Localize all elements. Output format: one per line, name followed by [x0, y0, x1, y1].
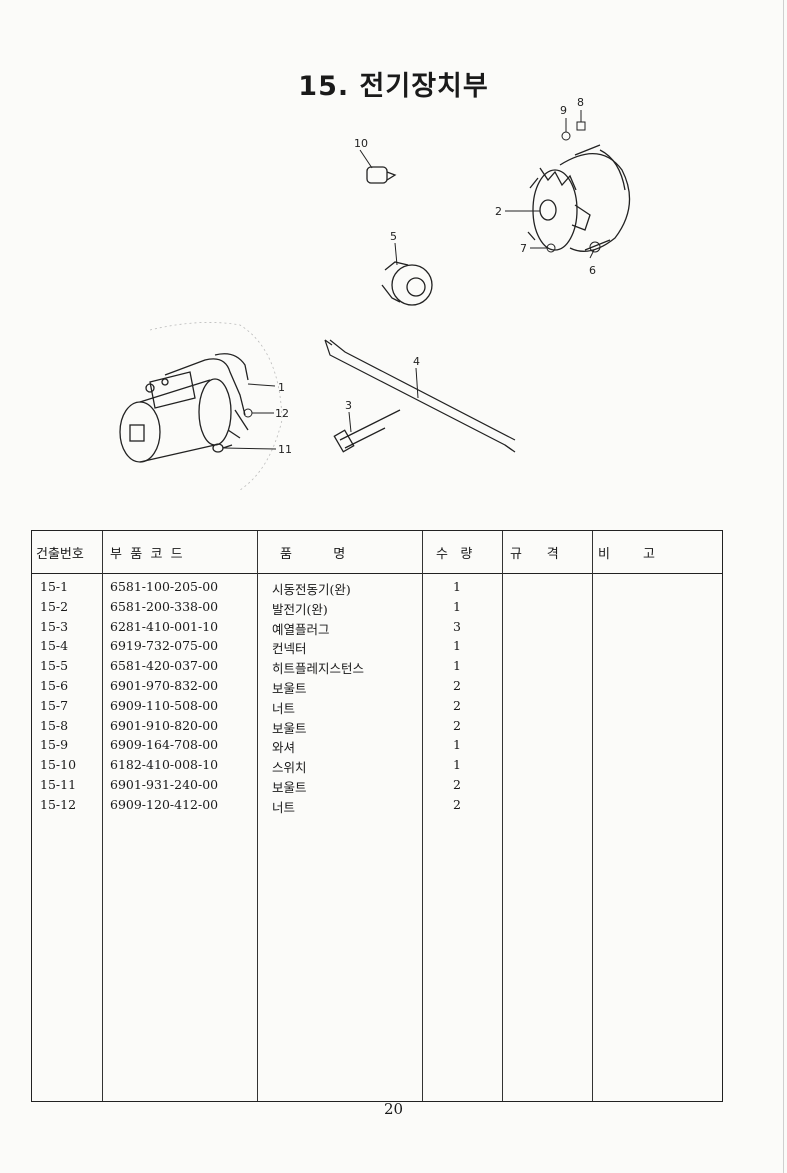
cell-part-code: 6909-164-708-00 [110, 737, 219, 753]
cell-part-name: 너트 [272, 700, 296, 716]
alternator-drawing [527, 144, 631, 252]
cell-part-number: 15-2 [40, 598, 69, 614]
table-row: 15-1 6581-100-205-00 시동전동기(완) 1 [32, 579, 722, 599]
cell-part-number: 15-9 [40, 737, 69, 753]
cell-part-name: 보울트 [272, 780, 307, 795]
column-divider [502, 531, 503, 1101]
table-row: 15-6 6901-970-832-00 보울트 2 [32, 678, 722, 698]
page-edge [783, 0, 784, 1173]
cell-quantity: 2 [453, 777, 461, 792]
cell-part-name: 시동전동기(완) [272, 582, 351, 597]
header-spec: 규 격 [510, 547, 559, 562]
callout-6: 6 [589, 264, 596, 277]
parts-diagram: 1 2 3 4 5 6 7 8 9 10 11 12 [119, 96, 631, 491]
switch-drawing [359, 149, 397, 184]
cell-part-code: 6919-732-075-00 [110, 638, 219, 654]
cell-part-name: 보울트 [272, 720, 307, 736]
cell-part-name: 예열플러그 [272, 621, 330, 637]
header-part-code: 부 품 코 드 [110, 547, 183, 562]
starter-motor-drawing [119, 322, 283, 491]
column-divider [102, 531, 103, 1101]
cell-part-code: 6581-420-037-00 [110, 658, 219, 674]
table-row: 15-7 6909-110-508-00 너트 2 [32, 698, 722, 718]
cell-part-code: 6581-100-205-00 [110, 579, 219, 594]
table-row: 15-3 6281-410-001-10 예열플러그 3 [32, 619, 722, 639]
cell-part-number: 15-10 [40, 757, 77, 773]
callout-4: 4 [413, 355, 420, 368]
cell-quantity: 2 [453, 796, 461, 812]
cell-quantity: 1 [453, 737, 461, 753]
cell-part-name: 스위치 [272, 760, 307, 776]
cell-quantity: 1 [453, 638, 461, 654]
header-remarks: 비 고 [598, 547, 655, 562]
cell-quantity: 1 [453, 579, 461, 594]
callout-12: 12 [275, 407, 289, 420]
cell-quantity: 1 [453, 598, 461, 614]
table-row: 15-2 6581-200-338-00 발전기(완) 1 [32, 599, 722, 619]
cell-part-number: 15-12 [40, 796, 77, 812]
callout-7: 7 [520, 242, 527, 255]
cell-quantity: 2 [453, 678, 461, 693]
table-row: 15-10 6182-410-008-10 스위치 1 [32, 757, 722, 777]
cell-part-number: 15-11 [40, 777, 77, 792]
header-part-number: 건출번호 [36, 547, 84, 562]
heat-resistance-drawing [381, 242, 433, 306]
cell-part-number: 15-5 [40, 658, 69, 674]
table-row: 15-4 6919-732-075-00 컨넥터 1 [32, 638, 722, 658]
cell-quantity: 1 [453, 658, 461, 674]
cell-part-code: 6901-910-820-00 [110, 717, 219, 733]
column-divider [422, 531, 423, 1101]
table-row: 15-5 6581-420-037-00 히트플레지스턴스 1 [32, 658, 722, 678]
cell-part-code: 6909-110-508-00 [110, 697, 219, 713]
cell-part-code: 6581-200-338-00 [110, 598, 219, 614]
column-divider [592, 531, 593, 1101]
callout-10: 10 [354, 137, 368, 150]
cell-part-name: 히트플레지스턴스 [272, 661, 365, 677]
cell-quantity: 1 [453, 757, 461, 773]
callout-11: 11 [278, 443, 292, 456]
page-number: 20 [383, 1100, 404, 1118]
cell-part-name: 와셔 [272, 740, 296, 756]
cell-part-number: 15-3 [40, 618, 69, 634]
cell-part-name: 보울트 [272, 681, 307, 696]
cell-part-code: 6909-120-412-00 [110, 796, 219, 812]
cell-quantity: 2 [453, 717, 461, 733]
cell-part-number: 15-8 [40, 717, 69, 733]
callout-1: 1 [278, 381, 285, 394]
cell-quantity: 2 [453, 697, 461, 713]
page-title: 15. 전기장치부 [298, 71, 489, 102]
cell-part-number: 15-4 [40, 638, 69, 654]
glow-plug-drawing [333, 409, 401, 453]
cell-part-number: 15-7 [40, 697, 69, 713]
cell-part-number: 15-1 [40, 579, 69, 594]
callout-5: 5 [390, 230, 397, 243]
callout-3: 3 [345, 399, 352, 412]
connector-drawing [324, 339, 516, 453]
parts-table: 건출번호 부 품 코 드 품 명 수 량 규 격 비 고 15-1 6581-10… [31, 530, 723, 1102]
header-part-name: 품 명 [280, 547, 346, 562]
table-header: 건출번호 부 품 코 드 품 명 수 량 규 격 비 고 [32, 531, 722, 574]
table-row: 15-12 6909-120-412-00 너트 2 [32, 797, 722, 817]
callout-2: 2 [495, 205, 502, 218]
table-row: 15-8 6901-910-820-00 보울트 2 [32, 718, 722, 738]
cell-part-name: 발전기(완) [272, 601, 328, 617]
column-divider [257, 531, 258, 1101]
cell-part-name: 컨넥터 [272, 641, 307, 657]
cell-part-code: 6901-931-240-00 [110, 777, 219, 792]
cell-quantity: 3 [453, 618, 461, 634]
cell-part-number: 15-6 [40, 678, 69, 693]
table-row: 15-9 6909-164-708-00 와셔 1 [32, 737, 722, 757]
table-row: 15-11 6901-931-240-00 보울트 2 [32, 777, 722, 797]
cell-part-name: 너트 [272, 799, 296, 815]
callout-8: 8 [577, 96, 584, 109]
header-quantity: 수 량 [436, 547, 473, 562]
cell-part-code: 6182-410-008-10 [110, 757, 219, 773]
cell-part-code: 6901-970-832-00 [110, 678, 219, 693]
cell-part-code: 6281-410-001-10 [110, 618, 219, 634]
callout-9: 9 [560, 104, 567, 117]
